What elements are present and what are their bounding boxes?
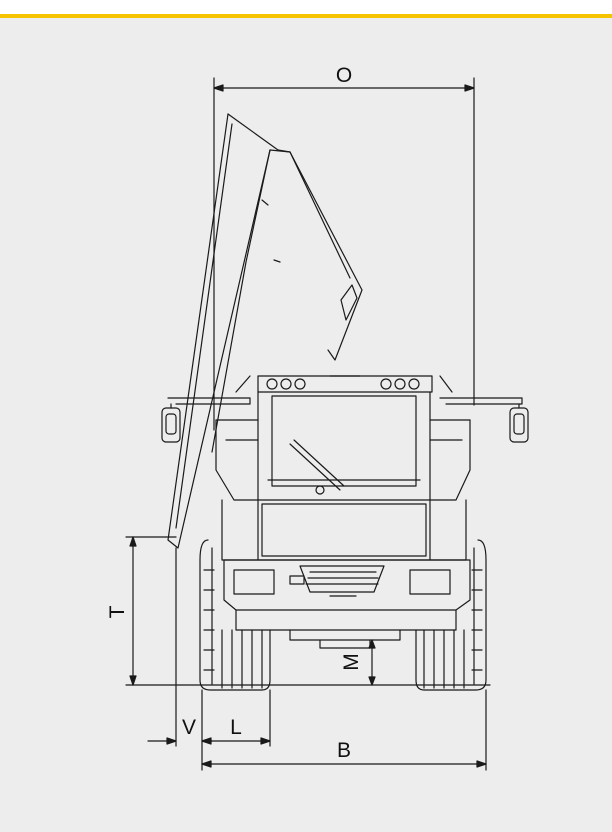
cab [257, 391, 431, 561]
dimension-o [213, 77, 475, 431]
dimension-m [368, 639, 376, 686]
left-mirror [161, 397, 251, 443]
dimension-b [201, 689, 487, 771]
dimension-label-t: T [106, 605, 129, 618]
dimension-label-b: B [337, 739, 351, 762]
dimension-v [147, 547, 213, 771]
accent-bar [0, 14, 612, 18]
dimension-label-l: L [230, 716, 242, 739]
dimension-label-m: M [340, 653, 363, 671]
dimension-label-v: V [182, 716, 196, 739]
right-tyres [415, 539, 487, 691]
top-margin [0, 0, 612, 14]
tipped-dump-body [167, 113, 363, 549]
front-bumper [223, 559, 471, 649]
dimension-l [201, 689, 271, 747]
cab-roof [235, 375, 453, 393]
dimension-t [125, 536, 177, 686]
dimension-label-o: O [336, 64, 352, 87]
right-mirror [439, 397, 529, 443]
body-frame [215, 419, 471, 561]
left-tyres [199, 539, 271, 691]
